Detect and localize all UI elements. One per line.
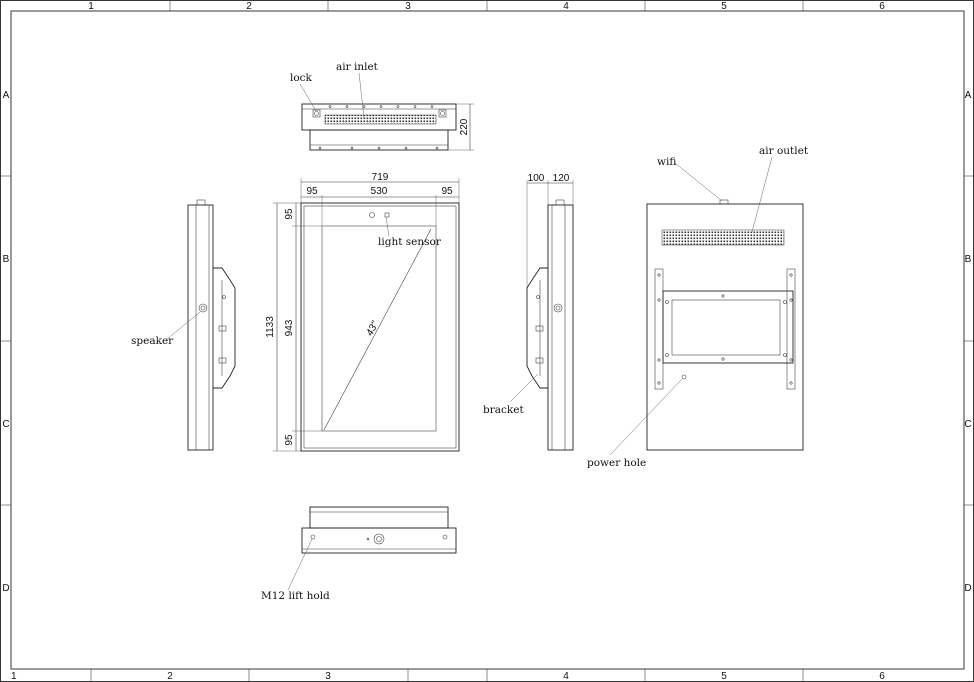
label-power-hole: power hole bbox=[587, 457, 646, 469]
front-view: 43" 719 95 530 95 1133 95 943 95 bbox=[265, 172, 460, 452]
label-light-sensor: light sensor bbox=[378, 236, 442, 248]
zone-col-3-bottom: 3 bbox=[325, 671, 331, 682]
zone-col-4-bottom: 4 bbox=[563, 671, 569, 682]
label-air-outlet: air outlet bbox=[759, 145, 809, 157]
dim-bezel-bottom: 95 bbox=[284, 434, 295, 446]
zone-row-b-left: B bbox=[3, 254, 10, 265]
zone-row-a-right: A bbox=[965, 90, 972, 101]
zone-row-d-right: D bbox=[964, 583, 971, 594]
right-side-view: 100 120 bbox=[526, 173, 574, 451]
dim-inner-width: 530 bbox=[371, 186, 388, 197]
label-bracket: bracket bbox=[483, 404, 524, 416]
zone-col-6-top: 6 bbox=[879, 1, 885, 12]
rear-view bbox=[646, 199, 804, 451]
label-lock: lock bbox=[290, 72, 313, 84]
zone-col-1-bottom: 1 bbox=[11, 671, 17, 682]
dim-diagonal: 43" bbox=[364, 319, 381, 338]
label-wifi: wifi bbox=[657, 156, 676, 168]
power-hole-icon bbox=[681, 374, 687, 380]
zone-row-a-left: A bbox=[3, 90, 10, 101]
zone-col-2-bottom: 2 bbox=[167, 671, 173, 682]
screen-area bbox=[321, 225, 437, 432]
dim-bezel-left: 95 bbox=[306, 186, 318, 197]
dim-inner-height: 943 bbox=[284, 319, 295, 336]
zone-col-4-top: 4 bbox=[563, 1, 569, 12]
dim-side-depth-a: 100 bbox=[528, 173, 545, 184]
label-air-inlet: air inlet bbox=[336, 61, 379, 73]
zone-col-6-bottom: 6 bbox=[879, 671, 885, 682]
lock-icon bbox=[312, 109, 321, 118]
top-view: 220 bbox=[301, 103, 474, 151]
zone-row-b-right: B bbox=[965, 254, 972, 265]
zone-row-c-left: C bbox=[2, 419, 9, 430]
light-sensor-icon bbox=[369, 212, 375, 218]
dim-overall-width: 719 bbox=[372, 172, 389, 183]
lift-hold-right-icon bbox=[442, 534, 448, 540]
dim-bezel-top: 95 bbox=[284, 208, 295, 220]
label-lift-hold: M12 lift hold bbox=[261, 590, 330, 602]
dim-bezel-right: 95 bbox=[441, 186, 453, 197]
air-inlet-vent bbox=[324, 114, 437, 125]
zone-col-3-top: 3 bbox=[405, 1, 411, 12]
zone-row-d-left: D bbox=[2, 583, 9, 594]
speaker-icon bbox=[198, 303, 208, 313]
zone-col-5-top: 5 bbox=[721, 1, 727, 12]
top-view-screws bbox=[318, 105, 439, 150]
zone-col-5-bottom: 5 bbox=[721, 671, 727, 682]
dim-top-depth: 220 bbox=[459, 118, 470, 135]
air-outlet-vent bbox=[661, 229, 785, 246]
lift-hold-left-icon bbox=[310, 534, 316, 540]
zone-row-c-right: C bbox=[964, 419, 971, 430]
dim-side-depth-b: 120 bbox=[553, 173, 570, 184]
bottom-view bbox=[301, 506, 457, 554]
zone-col-2-top: 2 bbox=[246, 1, 252, 12]
zone-col-1-top: 1 bbox=[88, 1, 94, 12]
dim-overall-height: 1133 bbox=[265, 316, 276, 338]
label-speaker: speaker bbox=[131, 335, 174, 347]
left-side-view bbox=[187, 199, 236, 451]
